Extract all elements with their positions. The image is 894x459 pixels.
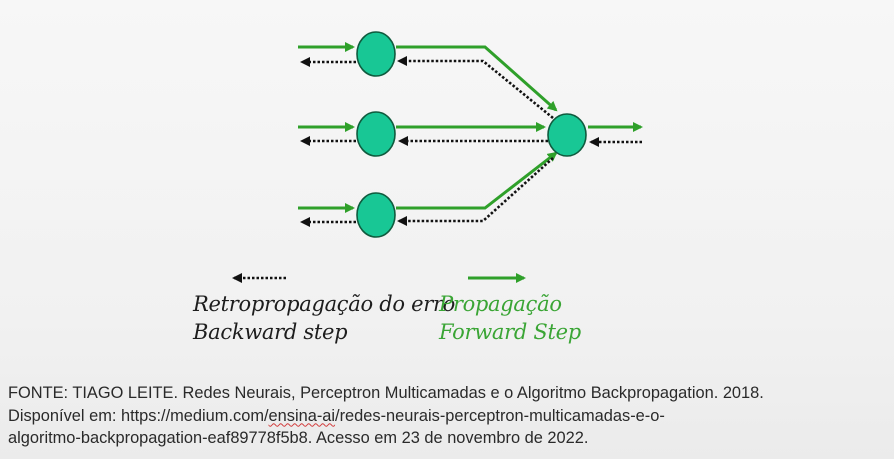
source-caption: FONTE: TIAGO LEITE. Redes Neurais, Perce… (8, 382, 888, 450)
caption-line-2-prefix: Disponível em: https://medium.com/ (8, 406, 269, 425)
legend-forward-label: Propagação Forward Step (439, 290, 581, 346)
input-node-1 (356, 31, 396, 77)
forward-connection-1 (396, 45, 558, 112)
legend-backward-line2: Backward step (193, 320, 348, 344)
legend-backward-label: Retropropagação do erro Backward step (193, 290, 455, 346)
legend-forward-line2: Forward Step (439, 320, 581, 344)
input-node-2 (356, 111, 396, 157)
caption-line-3: algoritmo-backpropagation-eaf89778f5b8. … (8, 429, 589, 447)
backward-connection-3 (397, 157, 554, 226)
forward-connection-3 (396, 151, 558, 210)
legend-forward-line1: Propagação (439, 292, 562, 316)
input-node-3 (356, 192, 396, 238)
caption-line-2-suffix: /redes-neurais-perceptron-multicamadas-e… (335, 406, 665, 425)
caption-line-2: Disponível em: https://medium.com/ensina… (8, 405, 888, 428)
output-node (547, 113, 587, 157)
caption-line-1: FONTE: TIAGO LEITE. Redes Neurais, Perce… (8, 384, 764, 402)
caption-spellcheck-word: ensina-ai (268, 406, 336, 425)
legend-backward-line1: Retropropagação do erro (193, 292, 456, 316)
backward-connection-1 (397, 56, 554, 120)
